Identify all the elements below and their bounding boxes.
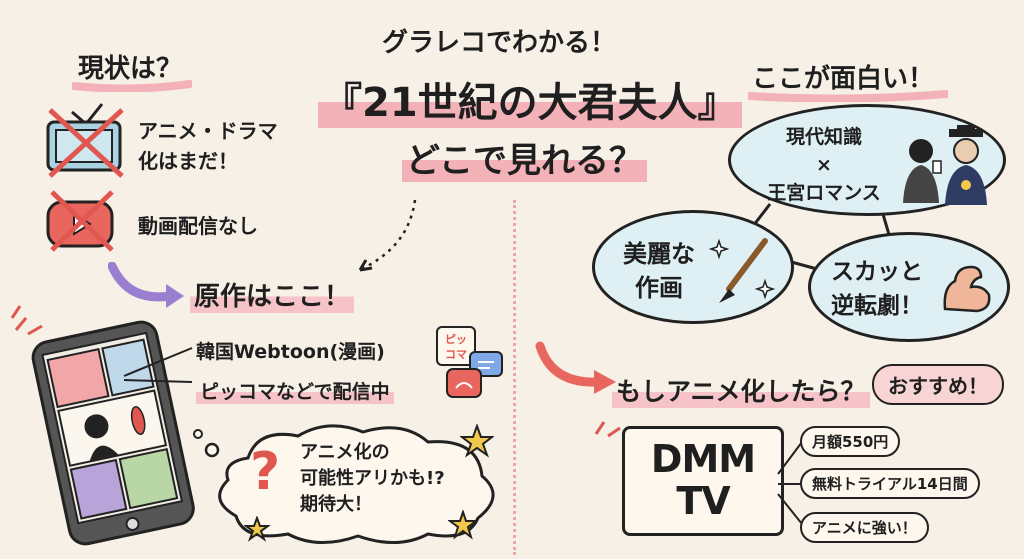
video-crossed-icon xyxy=(46,190,114,252)
bubble1-line1: 現代知識 xyxy=(785,126,862,148)
dmm-tv-logo: DMM TV xyxy=(622,426,784,536)
bubble-reversal: スカッと 逆転劇！ xyxy=(808,232,1010,342)
thought-line-2: 可能性アリかも!? xyxy=(300,468,445,489)
underline-accent xyxy=(72,80,192,92)
bubble-art: 美麗な 作画 xyxy=(592,210,794,324)
thought-line-1: アニメ化の xyxy=(300,442,390,463)
status-heading: 現状は？ xyxy=(78,54,183,84)
dotted-arrow-icon xyxy=(358,199,417,272)
point-trial: 無料トライアル14日間 xyxy=(800,468,980,499)
thought-line-3: 期待大！ xyxy=(300,494,372,515)
paintbrush-icon xyxy=(708,238,776,303)
interesting-heading: ここが面白い！ xyxy=(752,64,935,94)
reaction-face-icon xyxy=(446,368,482,398)
star-icon xyxy=(460,424,494,458)
point-anime-strong: アニメに強い！ xyxy=(800,512,929,543)
bubble1-line2: × xyxy=(816,154,832,176)
star-icon xyxy=(448,510,478,540)
bubble1-line3: 王宮ロマンス xyxy=(767,182,881,204)
curved-arrow-icon xyxy=(108,262,184,308)
page-question: どこで見れる？ xyxy=(402,133,647,182)
sparkle-lines-icon xyxy=(594,421,621,438)
flexed-arm-icon xyxy=(943,265,991,313)
header-kicker: グラレコでわかる！ xyxy=(382,28,617,58)
couple-illustration-icon xyxy=(903,125,987,205)
thought-cloud xyxy=(193,424,495,545)
point-price: 月額550円 xyxy=(800,426,901,457)
status-item-anime-drama: アニメ・ドラマ 化はまだ！ xyxy=(138,119,278,173)
recommend-badge: おすすめ！ xyxy=(872,364,1004,405)
center-divider xyxy=(513,200,516,555)
anime-heading: もしアニメ化したら？ xyxy=(612,372,870,408)
bubble-modern-knowledge: 現代知識 × 王宮ロマンス xyxy=(728,104,1006,216)
original-line-piccoma: ピッコマなどで配信中 xyxy=(196,377,394,404)
dmm-logo-line1: DMM xyxy=(650,437,756,481)
bubble2-line2: 作画 xyxy=(635,274,683,302)
piccoma-badge: ピッ コマ xyxy=(436,326,476,366)
star-icon xyxy=(244,516,270,542)
underline-accent xyxy=(748,90,948,102)
bubble2-line1: 美麗な xyxy=(623,240,695,268)
bubble3-line1: スカッと xyxy=(831,259,923,285)
original-heading: 原作はここ！ xyxy=(190,276,355,313)
sparkle-lines-icon xyxy=(10,305,43,336)
tv-crossed-icon xyxy=(46,103,124,178)
red-curved-arrow-icon xyxy=(535,341,616,394)
bubble3-line2: 逆転劇！ xyxy=(831,293,923,319)
service-connectors xyxy=(777,441,803,525)
dmm-logo-line2: TV xyxy=(676,479,730,523)
connector-lines xyxy=(123,347,193,383)
question-mark-icon: ? xyxy=(250,442,281,502)
status-item-streaming: 動画配信なし xyxy=(138,214,258,238)
page-title: 『21世紀の大君夫人』 xyxy=(318,70,742,128)
original-line-webtoon: 韓国Webtoon(漫画) xyxy=(196,341,385,363)
